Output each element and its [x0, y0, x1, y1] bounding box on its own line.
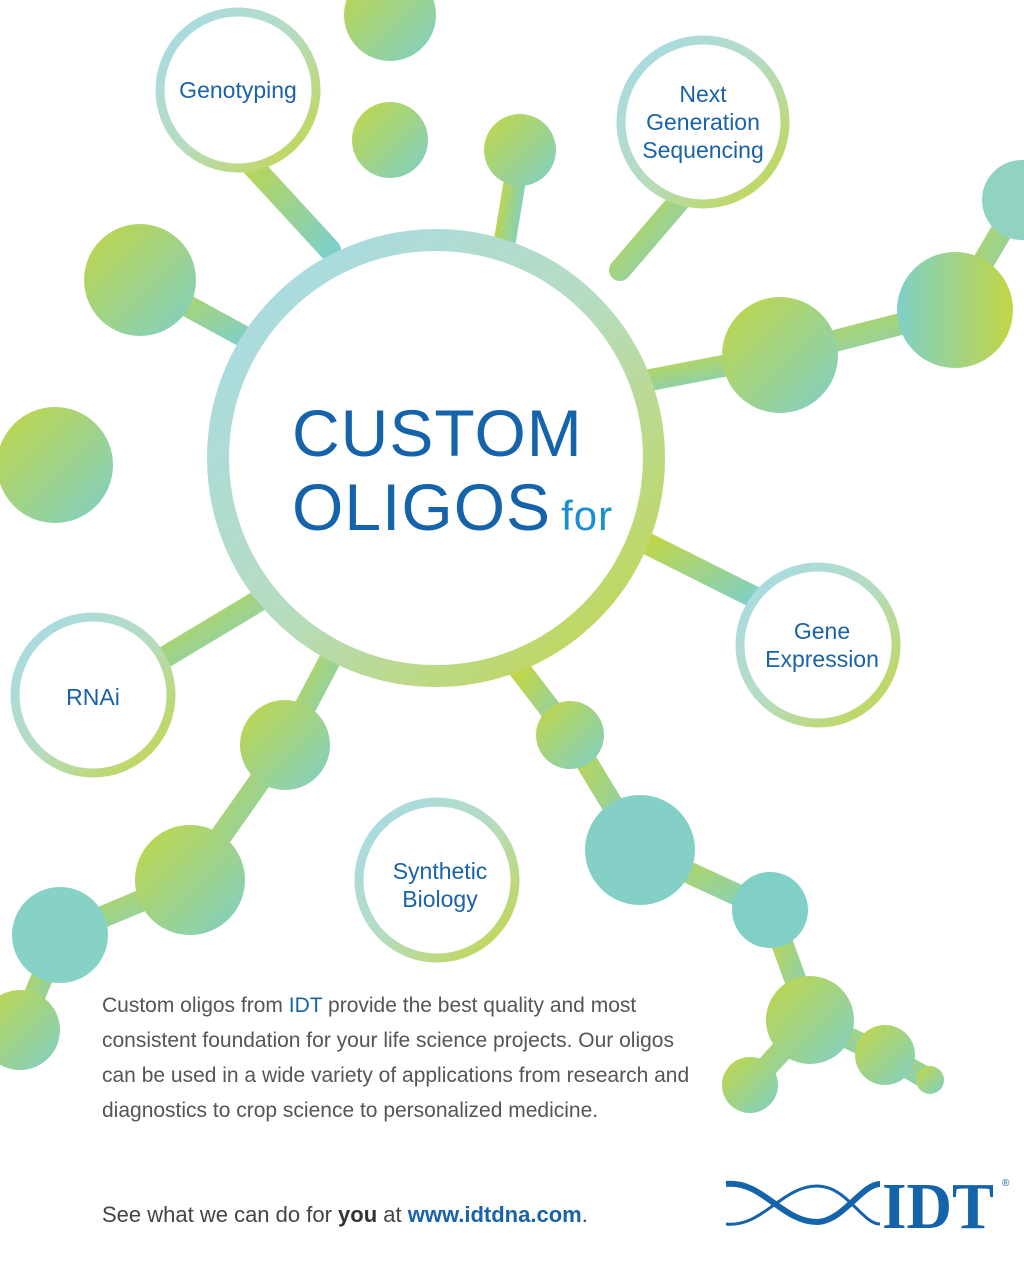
- app-label: Generation: [646, 109, 760, 135]
- cta-text: See what we can do for: [102, 1202, 339, 1227]
- registered-mark: ®: [1002, 1178, 1010, 1189]
- website-link[interactable]: www.idtdna.com: [407, 1202, 582, 1227]
- headline-for: for: [561, 492, 614, 539]
- app-label: Next: [679, 81, 727, 107]
- app-synthetic-biology: Synthetic Biology: [393, 857, 488, 913]
- body-text: Custom oligos from: [102, 994, 289, 1017]
- app-gene-expression: Gene Expression: [765, 617, 879, 673]
- app-label: Genotyping: [179, 77, 297, 103]
- idt-logo: IDT ®: [725, 1172, 1010, 1234]
- logo-text: IDT: [882, 1172, 994, 1234]
- app-next-generation-sequencing: Next Generation Sequencing: [642, 80, 764, 164]
- app-label: RNAi: [66, 684, 120, 710]
- app-rnai: RNAi: [66, 683, 120, 711]
- headline-line2: OLIGOS: [292, 470, 552, 544]
- app-label: Biology: [402, 886, 478, 912]
- app-label: Sequencing: [642, 137, 764, 163]
- cta-text: at: [377, 1202, 408, 1227]
- cta-text: .: [581, 1202, 588, 1227]
- dna-helix-strand: [725, 1184, 881, 1226]
- body-copy: Custom oligos from IDT provide the best …: [102, 988, 702, 1128]
- app-label: Expression: [765, 646, 879, 672]
- app-label: Gene: [793, 618, 851, 644]
- body-text: provide the best quality and most consis…: [102, 994, 690, 1122]
- dna-helix-strand: [725, 1180, 881, 1226]
- brand-name: IDT: [288, 994, 323, 1017]
- app-genotyping: Genotyping: [179, 76, 297, 104]
- call-to-action: See what we can do for you at www.idtdna…: [102, 1202, 588, 1228]
- app-label: Synthetic: [392, 858, 488, 884]
- cta-you: you: [338, 1202, 378, 1227]
- headline-line1: CUSTOM: [292, 396, 583, 470]
